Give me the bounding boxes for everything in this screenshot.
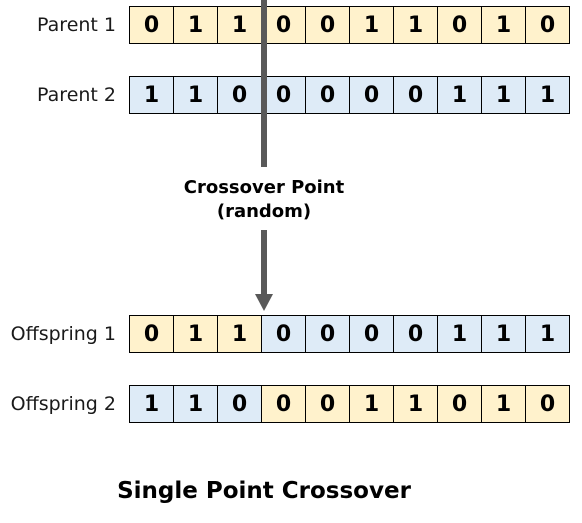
gene-cell: 1 <box>525 315 570 353</box>
gene-cell: 0 <box>393 76 438 114</box>
gene-cell: 0 <box>129 6 174 44</box>
gene-cell: 1 <box>349 385 394 423</box>
gene-cell: 1 <box>173 76 218 114</box>
gene-cell: 1 <box>129 385 174 423</box>
crossover-label-line-2: (random) <box>216 201 312 222</box>
arrow-down-icon <box>255 294 273 311</box>
gene-cell: 1 <box>393 385 438 423</box>
gene-cell: 1 <box>481 385 526 423</box>
gene-cell: 1 <box>217 315 262 353</box>
gene-cell: 0 <box>525 385 570 423</box>
gene-cell: 1 <box>349 6 394 44</box>
gene-cell: 0 <box>261 385 306 423</box>
crossover-label-line-1: Crossover Point <box>183 177 345 198</box>
gene-cell: 0 <box>305 6 350 44</box>
gene-cell: 1 <box>437 76 482 114</box>
gene-cell: 1 <box>481 315 526 353</box>
gene-cell: 1 <box>173 315 218 353</box>
gene-cell: 1 <box>481 76 526 114</box>
diagram-title: Single Point Crossover <box>117 478 411 504</box>
gene-cell: 0 <box>349 315 394 353</box>
row-label: Parent 1 <box>37 14 116 36</box>
gene-cell: 0 <box>217 76 262 114</box>
gene-cell: 0 <box>393 315 438 353</box>
gene-cell: 0 <box>305 385 350 423</box>
crossover-point-label: Crossover Point (random) <box>164 176 364 224</box>
gene-cell: 1 <box>481 6 526 44</box>
row-label: Offspring 2 <box>10 393 116 415</box>
gene-cell: 0 <box>261 6 306 44</box>
gene-cell: 1 <box>173 6 218 44</box>
gene-cell: 0 <box>305 76 350 114</box>
gene-cell: 0 <box>305 315 350 353</box>
gene-cell: 0 <box>129 315 174 353</box>
gene-cell: 1 <box>129 76 174 114</box>
gene-cell: 0 <box>349 76 394 114</box>
row-label: Offspring 1 <box>10 323 116 345</box>
gene-cell: 0 <box>261 315 306 353</box>
gene-cell: 1 <box>393 6 438 44</box>
gene-cell: 1 <box>173 385 218 423</box>
crossover-line-bottom <box>261 230 267 296</box>
gene-cell: 1 <box>217 6 262 44</box>
gene-cell: 0 <box>437 6 482 44</box>
row-label: Parent 2 <box>37 84 116 106</box>
crossover-line-top <box>261 0 267 167</box>
gene-cell: 1 <box>437 315 482 353</box>
gene-cell: 0 <box>261 76 306 114</box>
gene-cell: 0 <box>437 385 482 423</box>
gene-cell: 0 <box>525 6 570 44</box>
gene-cell: 0 <box>217 385 262 423</box>
gene-cell: 1 <box>525 76 570 114</box>
